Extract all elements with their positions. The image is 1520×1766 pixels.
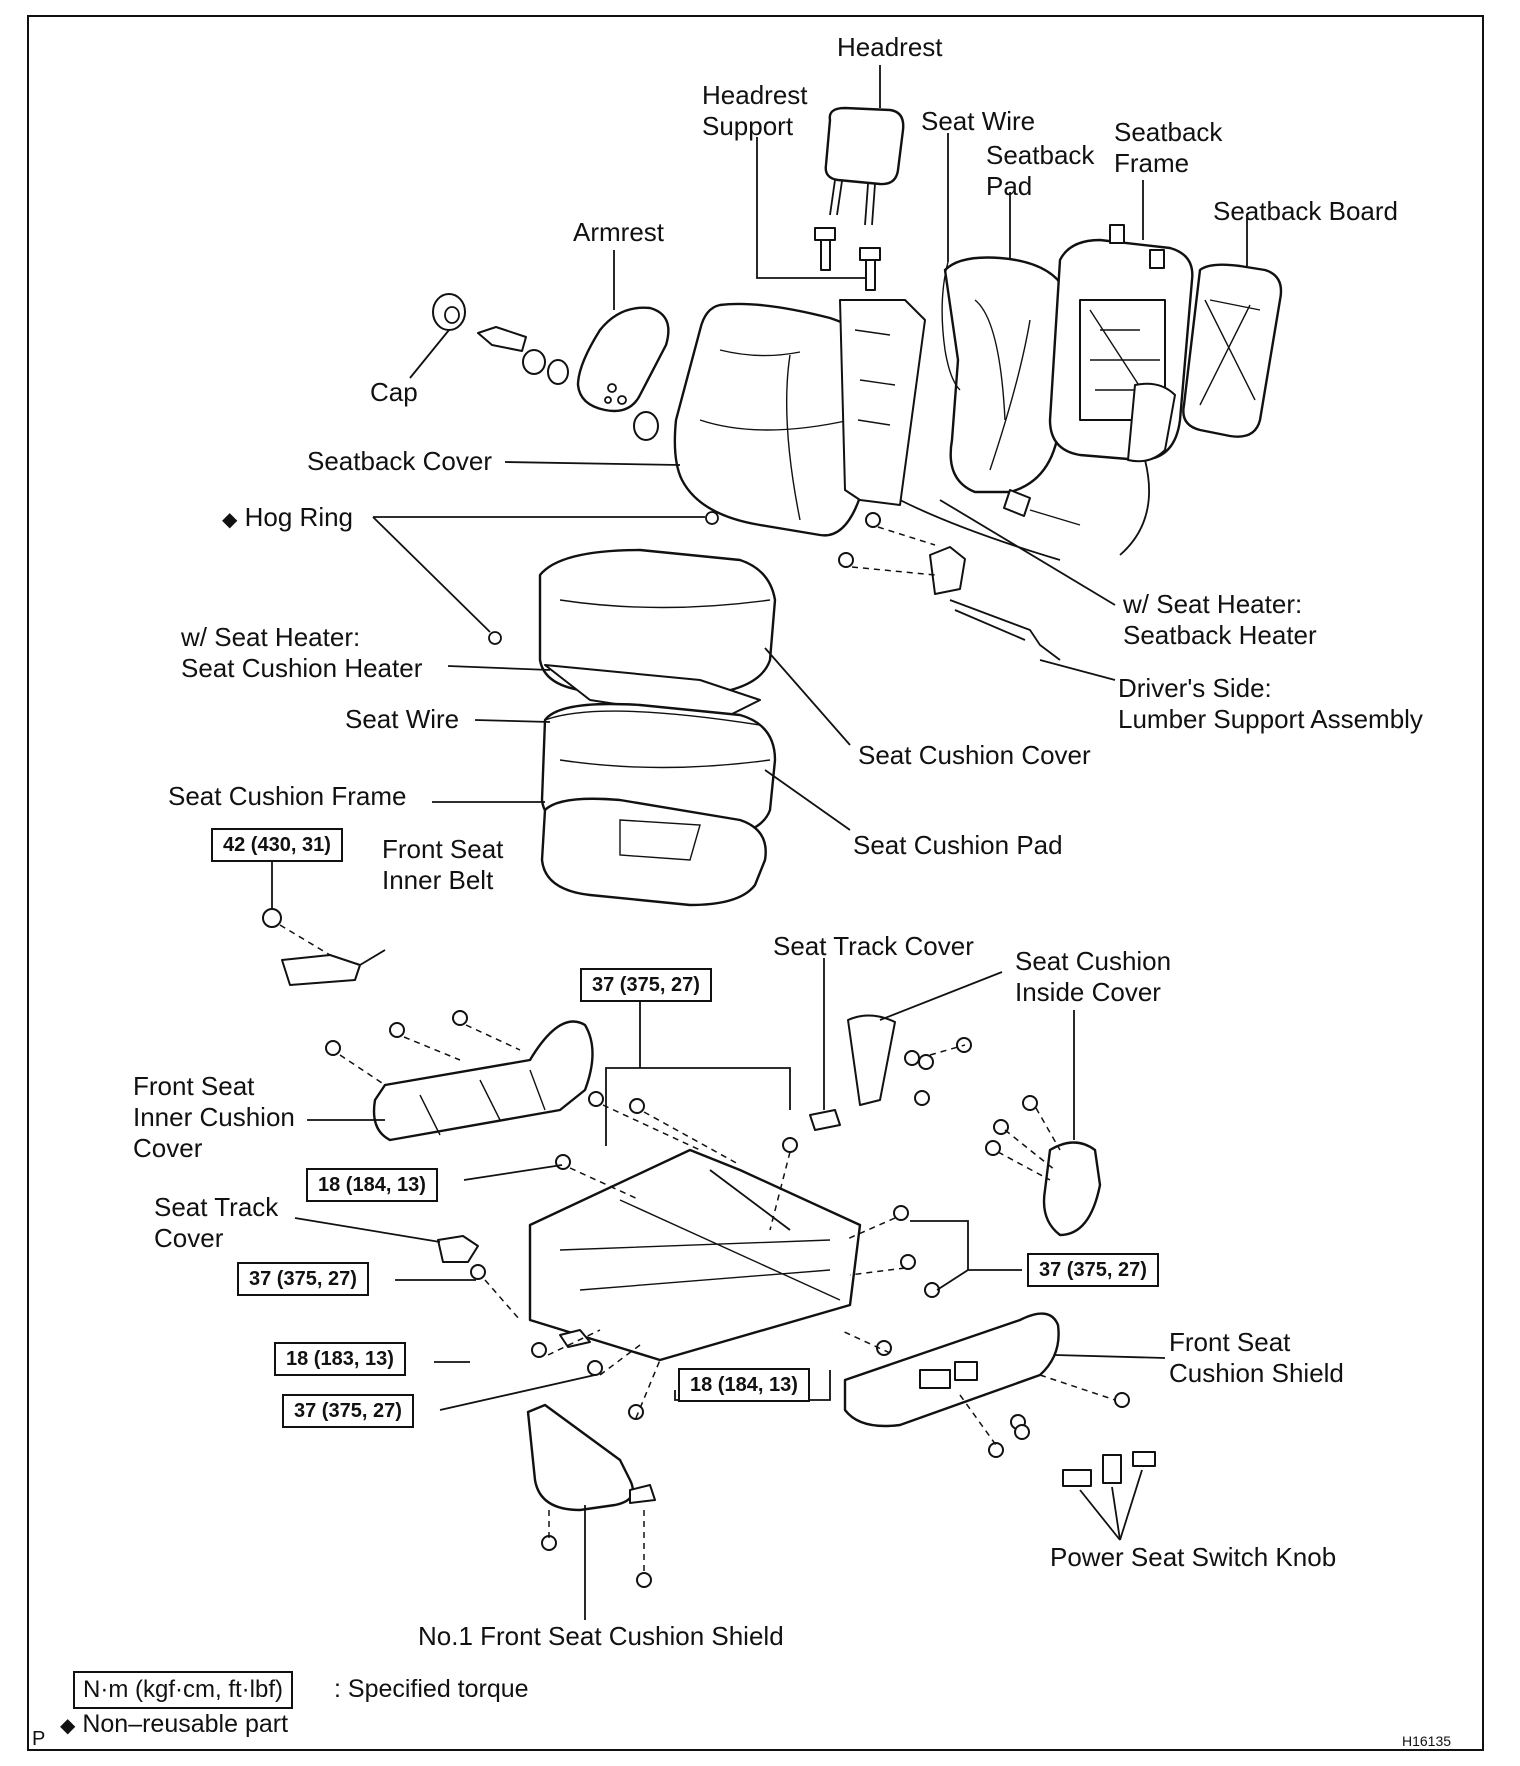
seatback-heater-part — [839, 299, 1061, 561]
label-seat-cushion-inside-cover-1: Seat Cushion — [1015, 946, 1172, 976]
figure-code: H16135 — [1402, 1733, 1452, 1749]
torque-box-track-bottom-2: 18 (184, 13) — [678, 1368, 810, 1402]
legend-nonreusable: ◆ Non–reusable part — [60, 1709, 288, 1742]
label-headrest: Headrest — [837, 32, 943, 62]
label-power-seat-switch-knob: Power Seat Switch Knob — [1050, 1542, 1337, 1572]
lumber-support-part — [929, 546, 1061, 661]
label-seat-cushion-frame: Seat Cushion Frame — [168, 781, 407, 811]
label-seat-track-cover-left-2: Cover — [154, 1223, 224, 1253]
label-inner-cushion-cover-1: Front Seat — [133, 1071, 255, 1101]
label-armrest: Armrest — [573, 217, 664, 247]
armrest-part — [576, 306, 670, 441]
headrest-support-part — [814, 227, 881, 291]
torque-box-track-left-1: 18 (184, 13) — [306, 1168, 438, 1202]
seat-wire-mid-part — [544, 710, 761, 726]
label-seatback-pad-2: Pad — [986, 171, 1033, 201]
legend-nonreusable-text: Non–reusable part — [82, 1710, 289, 1738]
torque-box-track-top: 37 (375, 27) — [580, 968, 712, 1002]
torque-box-track-left-2: 37 (375, 27) — [237, 1262, 369, 1296]
corner-p: P — [32, 1728, 46, 1750]
label-front-seat-inner-belt-1: Front Seat — [382, 834, 504, 864]
seatback-board-part — [1182, 263, 1283, 438]
label-front-seat-cushion-shield-2: Cushion Shield — [1169, 1358, 1344, 1388]
label-seatback-board: Seatback Board — [1213, 196, 1399, 226]
seat-track-cover-left-part — [437, 1235, 479, 1263]
label-seatback-pad-1: Seatback — [986, 140, 1095, 170]
diagram-frame — [27, 15, 1484, 1751]
front-seat-cushion-shield-part — [843, 1312, 1060, 1428]
label-seat-cushion-cover: Seat Cushion Cover — [858, 740, 1091, 770]
label-seat-cushion-heater-2: Seat Cushion Heater — [181, 653, 423, 683]
label-seatback-heater-1: w/ Seat Heater: — [1123, 589, 1303, 619]
seat-track-part — [528, 1148, 862, 1362]
seat-cushion-inside-cover-part — [1042, 1141, 1102, 1237]
label-headrest-support-1: Headrest — [702, 80, 808, 110]
legend-diamond: ◆ — [60, 1715, 76, 1737]
power-seat-switch-knob-part — [1062, 1451, 1156, 1487]
hog-ring-part — [705, 511, 719, 525]
front-seat-inner-belt-part — [262, 908, 386, 986]
label-seatback-cover: Seatback Cover — [307, 446, 492, 476]
label-headrest-support-2: Support — [702, 111, 794, 141]
label-seat-track-cover-left-1: Seat Track — [154, 1192, 279, 1222]
label-seatback-frame-1: Seatback — [1114, 117, 1223, 147]
label-front-seat-inner-belt-2: Inner Belt — [382, 865, 494, 895]
leader-lines — [271, 65, 1248, 1620]
label-inner-cushion-cover-3: Cover — [133, 1133, 203, 1163]
label-lumber-support-1: Driver's Side: — [1118, 673, 1272, 703]
seat-track-cover-top-part — [809, 1014, 896, 1131]
install-lines — [339, 526, 1116, 1575]
seat-cushion-cover-part — [538, 548, 777, 697]
nonreusable-diamond: ◆ — [222, 509, 238, 531]
label-inner-cushion-cover-2: Inner Cushion — [133, 1102, 295, 1132]
seatback-cover-part — [673, 302, 887, 537]
no1-front-seat-cushion-shield-part — [526, 1403, 656, 1512]
torque-box-track-bottom-3: 37 (375, 27) — [282, 1394, 414, 1428]
front-seat-inner-cushion-cover-part — [372, 1020, 594, 1142]
torque-box-track-right: 37 (375, 27) — [1027, 1253, 1159, 1287]
label-hog-ring: ◆ Hog Ring — [222, 502, 353, 536]
seatback-frame-part — [1003, 224, 1194, 556]
hog-ring-part-2 — [488, 631, 502, 645]
label-cap: Cap — [370, 377, 418, 407]
seatback-pad-part — [943, 256, 1067, 494]
label-seat-track-cover-top: Seat Track Cover — [773, 931, 974, 961]
label-seat-wire-mid: Seat Wire — [345, 704, 460, 734]
torque-box-inner-belt: 42 (430, 31) — [211, 828, 343, 862]
legend-torque-desc: : Specified torque — [334, 1675, 529, 1703]
label-seat-cushion-heater-1: w/ Seat Heater: — [181, 622, 361, 652]
label-seat-cushion-inside-cover-2: Inside Cover — [1015, 977, 1161, 1007]
headrest-part — [824, 106, 905, 226]
cap-part — [432, 293, 569, 385]
label-lumber-support-2: Lumber Support Assembly — [1118, 704, 1423, 734]
label-front-seat-cushion-shield-1: Front Seat — [1169, 1327, 1291, 1357]
bolts — [325, 512, 1130, 1588]
seat-cushion-heater-part — [544, 664, 761, 721]
seat-wire-top-part — [941, 261, 961, 391]
label-no1-front-seat-cushion-shield: No.1 Front Seat Cushion Shield — [418, 1621, 784, 1651]
legend-torque-units: N·m (kgf·cm, ft·lbf) — [73, 1671, 293, 1709]
torque-box-track-bottom-1: 18 (183, 13) — [274, 1342, 406, 1376]
clip-part — [559, 1329, 591, 1348]
seat-cushion-frame-part — [540, 797, 767, 907]
label-hog-ring-text: Hog Ring — [244, 502, 354, 532]
label-seat-cushion-pad: Seat Cushion Pad — [853, 830, 1063, 860]
label-seat-wire-top: Seat Wire — [921, 106, 1036, 136]
label-seatback-heater-2: Seatback Heater — [1123, 620, 1317, 650]
label-seatback-frame-2: Frame — [1114, 148, 1190, 178]
